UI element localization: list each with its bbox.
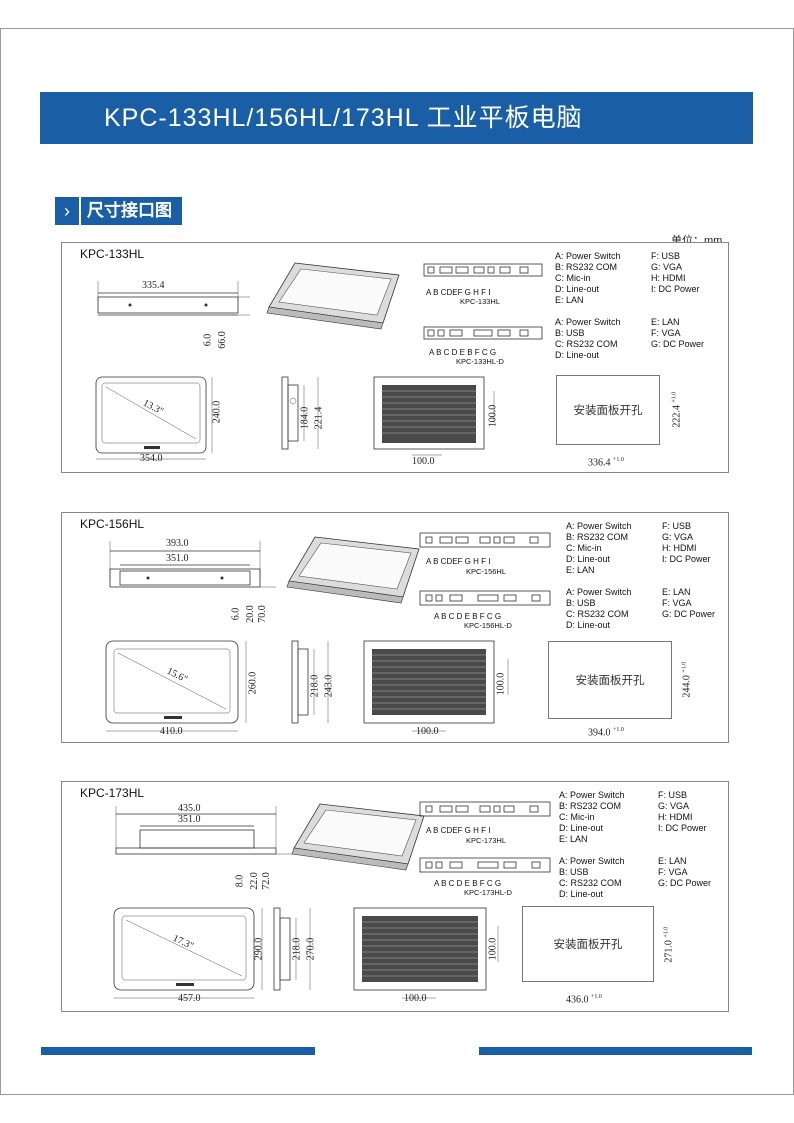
dim-cutout-h: 271.0 +1.0 <box>663 926 675 963</box>
dim-rear-w: 100.0 <box>412 456 435 467</box>
side-view-drawing <box>273 907 311 991</box>
front-view-drawing <box>113 907 263 999</box>
footer-bar-right <box>479 1047 752 1055</box>
panel-cutout-box: 安装面板开孔 <box>548 641 672 719</box>
model-panel-173hl: KPC-173HL 435.0 351.0 8.0 22.0 72.0 A B … <box>61 781 729 1012</box>
port-letters-b: A B C D E B F C G <box>434 612 502 621</box>
dim-cutout-h: 222.4 +1.0 <box>671 391 683 428</box>
port-letters-b: A B C D E B F C G <box>434 879 502 888</box>
dim-depth: 6.0 <box>230 607 242 621</box>
dim-rear-h: 100.0 <box>495 672 507 696</box>
panel-cutout-box: 安装面板开孔 <box>522 906 654 982</box>
dim-side-h2: 221.4 <box>313 406 325 430</box>
dim-front-width: 354.0 <box>140 453 163 464</box>
port-caption-a: KPC-173HL <box>466 836 507 845</box>
rear-view-drawing <box>373 376 495 456</box>
dim-rear-h: 100.0 <box>487 404 499 428</box>
product-perspective-image <box>266 262 400 330</box>
top-view-drawing <box>115 806 292 855</box>
dim-front-width: 457.0 <box>178 993 201 1004</box>
port-letters-a: A B CDEF G H F I <box>426 557 491 566</box>
io-panel-d-drawing <box>419 590 551 606</box>
dim-cutout-h: 244.0 +1.0 <box>681 661 693 698</box>
dim-front-width: 410.0 <box>160 726 183 737</box>
dim-total-depth: 66.0 <box>216 331 228 349</box>
dim-width-top: 335.4 <box>142 280 165 291</box>
dim-side-h2: 270.0 <box>305 937 317 961</box>
port-caption-a: KPC-156HL <box>466 567 507 576</box>
dim-width-top: 393.0 <box>166 538 189 549</box>
port-letters-b: A B C D E B F C G <box>429 348 497 357</box>
top-view-drawing <box>97 281 250 316</box>
dim-depth2: 22.0 <box>248 872 260 890</box>
dim-total-depth: 70.0 <box>256 605 268 623</box>
section-heading: › 尺寸接口图 <box>55 197 182 225</box>
port-caption-b: KPC-133HL-D <box>456 357 504 366</box>
front-view-drawing <box>95 376 213 460</box>
dim-rear-w: 100.0 <box>404 993 427 1004</box>
page-title: KPC-133HL/156HL/173HL 工业平板电脑 <box>104 104 583 132</box>
port-letters-a: A B CDEF G H F I <box>426 826 491 835</box>
dim-cutout-w: 336.4 +1.0 <box>588 457 624 469</box>
model-name: KPC-133HL <box>80 247 145 261</box>
dim-rear-h: 100.0 <box>487 937 499 961</box>
footer-bar-left <box>41 1047 315 1055</box>
dim-side-h2: 243.0 <box>323 674 335 698</box>
dim-total-depth: 72.0 <box>260 872 272 890</box>
model-name: KPC-156HL <box>80 517 145 531</box>
dim-side-h1: 184.0 <box>299 406 311 430</box>
dim-cutout-w: 436.0 +1.0 <box>566 994 602 1006</box>
front-view-drawing <box>105 640 247 732</box>
dim-front-height: 260.0 <box>247 671 259 695</box>
dim-depth: 6.0 <box>202 333 214 347</box>
port-caption-b: KPC-173HL-D <box>464 888 512 897</box>
port-letters-a: A B CDEF G H F I <box>426 288 491 297</box>
dim-front-height: 240.0 <box>211 400 223 424</box>
port-caption-a: KPC-133HL <box>460 297 501 306</box>
io-panel-d-drawing <box>423 326 543 340</box>
dim-depth2: 20.0 <box>244 605 256 623</box>
panel-cutout-box: 安装面板开孔 <box>556 375 660 445</box>
chevron-right-icon: › <box>55 197 81 225</box>
model-panel-156hl: KPC-156HL 393.0 351.0 6.0 20.0 70.0 A B … <box>61 512 729 743</box>
io-panel-drawing <box>419 532 551 548</box>
top-view-drawing <box>109 541 276 588</box>
model-name: KPC-173HL <box>80 786 145 800</box>
io-panel-drawing <box>419 801 551 817</box>
rear-view-drawing <box>353 907 499 999</box>
dim-rear-w: 100.0 <box>416 726 439 737</box>
section-title: 尺寸接口图 <box>81 197 182 225</box>
dim-side-h1: 218.0 <box>291 937 303 961</box>
dim-cutout-w: 394.0 +1.0 <box>588 727 624 739</box>
rear-view-drawing <box>363 640 509 732</box>
model-panel-133hl: KPC-133HL 335.4 6.0 66.0 A B CDEF G H F … <box>61 242 729 473</box>
dim-side-h1: 218.0 <box>309 674 321 698</box>
header-band: KPC-133HL/156HL/173HL 工业平板电脑 <box>40 92 753 144</box>
io-panel-d-drawing <box>419 857 551 873</box>
dim-width-top: 435.0 <box>178 803 201 814</box>
dim-front-height: 290.0 <box>253 937 265 961</box>
io-panel-drawing <box>423 263 543 277</box>
product-perspective-image <box>286 536 420 604</box>
side-view-drawing <box>281 376 319 450</box>
product-perspective-image <box>291 803 425 871</box>
dim-width-mid: 351.0 <box>178 814 201 825</box>
port-caption-b: KPC-156HL-D <box>464 621 512 630</box>
dim-width-mid: 351.0 <box>166 553 189 564</box>
dim-depth: 8.0 <box>234 874 246 888</box>
side-view-drawing <box>291 640 329 724</box>
